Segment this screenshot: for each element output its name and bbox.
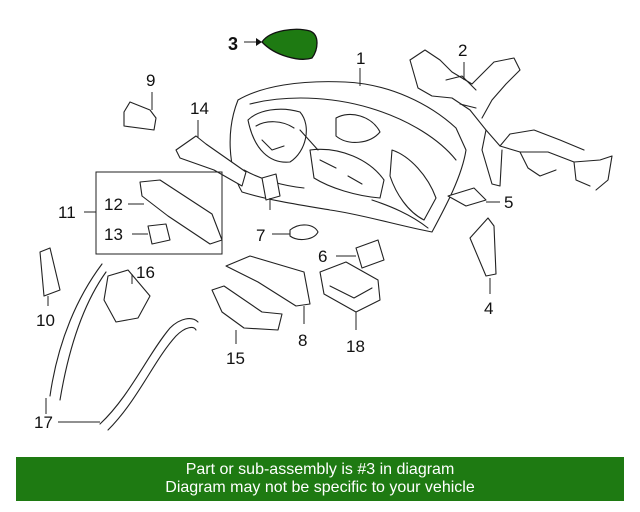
banner-line-2: Diagram may not be specific to your vehi… [165, 479, 475, 496]
part-4-side-cover [469, 217, 497, 294]
part-8-lower-panel [225, 255, 311, 324]
callout-14: 14 [190, 99, 209, 118]
callout-8: 8 [298, 331, 307, 350]
info-banner: Part or sub-assembly is #3 in diagram Di… [16, 457, 624, 501]
callout-10: 10 [36, 311, 55, 330]
part-14-panel [175, 120, 247, 187]
part-18-airbag-module [319, 261, 381, 330]
part-6-duct [336, 239, 385, 269]
callout-11: 11 [58, 203, 76, 222]
callout-12: 12 [104, 195, 123, 214]
callout-15: 15 [226, 349, 245, 368]
callout-13: 13 [104, 225, 123, 244]
callout-18: 18 [346, 337, 365, 356]
part-9-bracket [123, 92, 157, 131]
callout-6: 6 [318, 247, 327, 266]
part-2-support-frame [409, 49, 613, 191]
part-11-group [84, 171, 223, 255]
callout-1: 1 [356, 49, 365, 68]
callout-17: 17 [34, 413, 53, 432]
callout-16: 16 [136, 263, 155, 282]
part-16-cover [103, 269, 151, 323]
part-15-bracket [211, 285, 283, 344]
part-17-long-trim [45, 263, 199, 431]
part-5-trim [447, 187, 500, 207]
part-10-side-trim [39, 247, 61, 306]
part-1-crash-pad [229, 68, 467, 233]
callout-5: 5 [504, 193, 513, 212]
banner-line-1: Part or sub-assembly is #3 in diagram [185, 461, 455, 478]
callout-3[interactable]: 3 [228, 34, 238, 54]
callout-4: 4 [484, 299, 493, 318]
callout-9: 9 [146, 71, 155, 90]
part-7-vent [261, 173, 319, 241]
callout-7: 7 [256, 226, 265, 245]
part-3-highlighted[interactable] [244, 28, 318, 60]
callout-2: 2 [458, 41, 467, 60]
